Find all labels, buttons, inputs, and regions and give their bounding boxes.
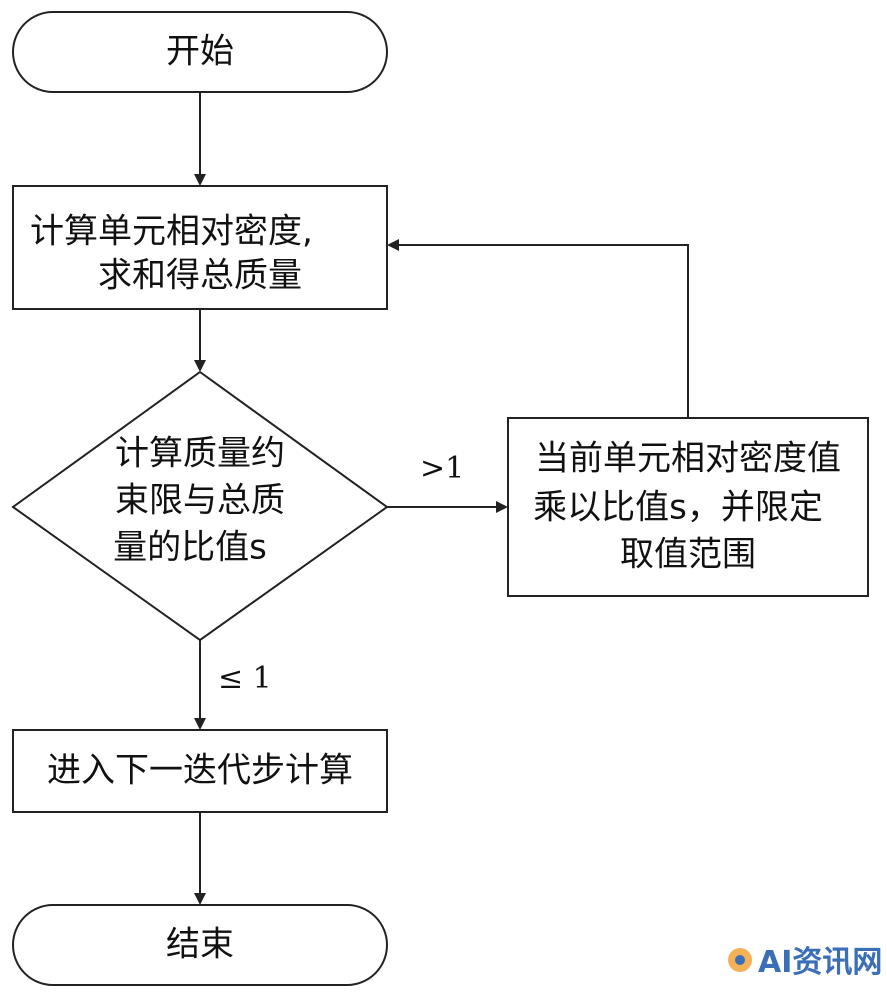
- ratio-decision-line-1: 计算质量约: [115, 434, 285, 474]
- next-iteration-node: 进入下一迭代步计算: [12, 729, 388, 813]
- end-node: 结束: [12, 904, 388, 986]
- edge-label-greater: >1: [420, 451, 464, 486]
- ratio-decision-line-3: 量的比值s: [113, 528, 267, 568]
- edge-scale-loop-back: [387, 239, 689, 418]
- watermark: AI资讯网: [728, 945, 882, 980]
- compute-density-node: 计算单元相对密度, 求和得总质量: [12, 185, 388, 310]
- ratio-decision-node: 计算质量约 束限与总质 量的比值s: [11, 370, 389, 642]
- compute-density-line-2: 求和得总质量: [98, 256, 302, 296]
- start-label: 开始: [166, 32, 234, 72]
- watermark-text: AI资讯网: [758, 945, 882, 980]
- next-iteration-label: 进入下一迭代步计算: [47, 751, 353, 791]
- ratio-decision-line-2: 束限与总质: [115, 481, 285, 521]
- start-node: 开始: [12, 11, 388, 93]
- scale-density-line-1: 当前单元相对密度值: [535, 439, 841, 479]
- scale-density-line-2: 乘以比值s，并限定: [533, 488, 823, 528]
- scale-density-node: 当前单元相对密度值 乘以比值s，并限定 取值范围: [507, 417, 869, 597]
- scale-density-line-3: 取值范围: [620, 535, 756, 575]
- end-label: 结束: [166, 925, 234, 965]
- edge-label-less-equal: ≤ 1: [218, 661, 272, 696]
- compute-density-line-1: 计算单元相对密度,: [30, 212, 313, 252]
- watermark-sparkle-icon: [728, 948, 752, 972]
